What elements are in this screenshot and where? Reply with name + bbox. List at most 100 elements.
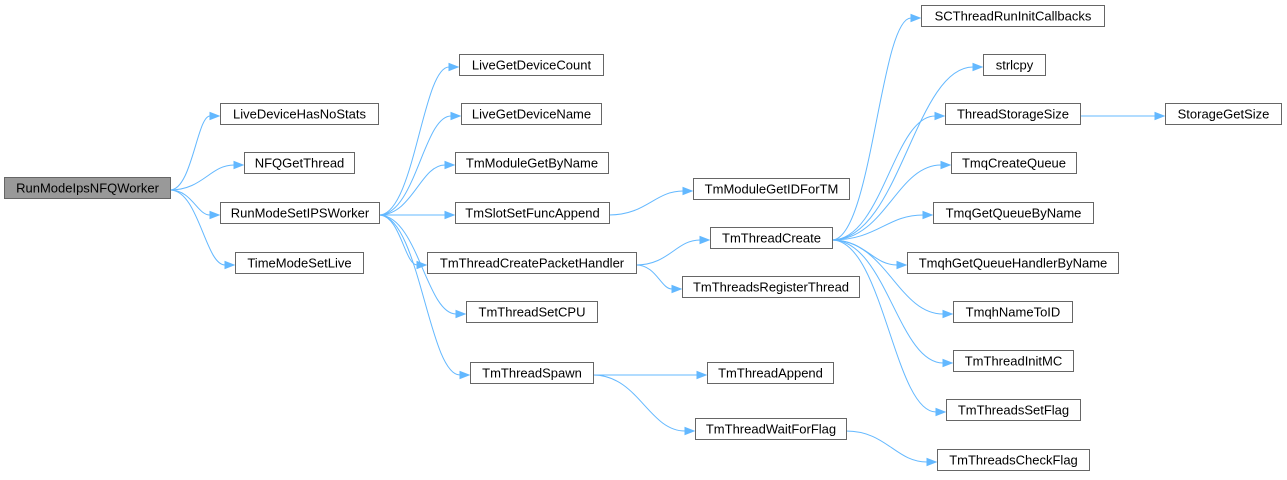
node-box[interactable] [455, 202, 610, 224]
edge-run-mode-ips-nfq-worker-to-nfq-get-thread [169, 164, 235, 191]
node-label: TmThreadsRegisterThread [693, 280, 849, 295]
edge-tm-thread-create-to-tmq-get-queue-by-name [831, 214, 924, 241]
arrowhead-tmq-create-queue [940, 160, 952, 170]
node-tm-threads-set-flag[interactable]: TmThreadsSetFlag [946, 399, 1081, 421]
node-live-get-device-count[interactable]: LiveGetDeviceCount [459, 54, 604, 76]
node-box[interactable] [220, 202, 380, 224]
node-box[interactable] [953, 350, 1074, 372]
edge-run-mode-set-ips-worker-to-live-get-device-name [378, 115, 452, 216]
node-tm-module-get-id-for-tm[interactable]: TmModuleGetIDForTM [693, 178, 850, 200]
arrowhead-tmq-get-queue-by-name [922, 210, 934, 220]
arrowhead-strlcpy [972, 62, 984, 72]
arrowhead-nfq-get-thread [233, 160, 245, 170]
node-tm-thread-set-cpu[interactable]: TmThreadSetCPU [466, 301, 598, 323]
arrowhead-tm-thread-wait-for-flag [684, 426, 696, 436]
edge-tm-thread-create-to-tmqh-get-queue-handler-by-name [831, 239, 898, 266]
node-box[interactable] [455, 152, 609, 174]
node-box[interactable] [921, 5, 1105, 27]
arrowhead-live-get-device-name [450, 111, 462, 121]
arrowhead-tm-threads-register-thread [671, 284, 683, 294]
node-tm-threads-check-flag[interactable]: TmThreadsCheckFlag [937, 449, 1090, 471]
arrowhead-run-mode-set-ips-worker [209, 210, 221, 220]
node-box[interactable] [710, 227, 833, 249]
node-tmq-create-queue[interactable]: TmqCreateQueue [951, 152, 1077, 174]
node-sc-thread-run-init-callbacks[interactable]: SCThreadRunInitCallbacks [921, 5, 1105, 27]
node-box[interactable] [1165, 103, 1282, 125]
node-box[interactable] [693, 178, 850, 200]
node-tmq-get-queue-by-name[interactable]: TmqGetQueueByName [933, 202, 1094, 224]
node-box[interactable] [946, 399, 1081, 421]
node-run-mode-set-ips-worker[interactable]: RunModeSetIPSWorker [220, 202, 380, 224]
node-label: RunModeSetIPSWorker [231, 206, 370, 221]
arrowhead-tm-threads-set-flag [935, 407, 947, 417]
node-run-mode-ips-nfq-worker[interactable]: RunModeIpsNFQWorker [4, 177, 171, 199]
node-tmqh-name-to-id[interactable]: TmqhNameToID [953, 301, 1073, 323]
node-label: TmqhNameToID [966, 305, 1061, 320]
node-time-mode-set-live[interactable]: TimeModeSetLive [235, 252, 364, 274]
node-nfq-get-thread[interactable]: NFQGetThread [244, 152, 355, 174]
edge-tm-thread-create-to-tmq-create-queue [831, 164, 942, 241]
node-box[interactable] [459, 54, 604, 76]
node-box[interactable] [470, 362, 594, 384]
node-label: TmThreadsCheckFlag [949, 453, 1078, 468]
arrowhead-tmqh-get-queue-handler-by-name [896, 260, 908, 270]
node-label: TmThreadSetCPU [479, 305, 586, 320]
node-box[interactable] [461, 103, 602, 125]
node-box[interactable] [4, 177, 171, 199]
node-box[interactable] [235, 252, 364, 274]
node-label: LiveGetDeviceCount [472, 58, 592, 73]
node-box[interactable] [937, 449, 1090, 471]
node-box[interactable] [220, 103, 379, 125]
node-box[interactable] [427, 252, 637, 274]
node-box[interactable] [244, 152, 355, 174]
node-box[interactable] [682, 276, 860, 298]
node-tm-thread-init-mc[interactable]: TmThreadInitMC [953, 350, 1074, 372]
node-storage-get-size[interactable]: StorageGetSize [1165, 103, 1282, 125]
node-tm-module-get-by-name[interactable]: TmModuleGetByName [455, 152, 609, 174]
node-box[interactable] [951, 152, 1077, 174]
arrowhead-tm-thread-create [699, 235, 711, 245]
node-live-device-has-no-stats[interactable]: LiveDeviceHasNoStats [220, 103, 379, 125]
node-box[interactable] [933, 202, 1094, 224]
edge-tm-thread-wait-for-flag-to-tm-threads-check-flag [845, 430, 928, 463]
node-tm-thread-create[interactable]: TmThreadCreate [710, 227, 833, 249]
arrowhead-tm-thread-spawn [459, 370, 471, 380]
arrowhead-tmqh-name-to-id [942, 309, 954, 319]
edge-tm-thread-create-packet-handler-to-tm-threads-register-thread [635, 264, 673, 290]
edge-run-mode-set-ips-worker-to-tm-module-get-by-name [378, 164, 446, 216]
node-tm-threads-register-thread[interactable]: TmThreadsRegisterThread [682, 276, 860, 298]
edge-run-mode-ips-nfq-worker-to-run-mode-set-ips-worker [169, 189, 211, 216]
node-box[interactable] [466, 301, 598, 323]
node-thread-storage-size[interactable]: ThreadStorageSize [945, 103, 1081, 125]
node-label: TmThreadSpawn [482, 366, 582, 381]
edge-run-mode-set-ips-worker-to-tm-thread-set-cpu [378, 214, 457, 315]
node-box[interactable] [695, 418, 847, 440]
arrowhead-tm-thread-set-cpu [455, 309, 467, 319]
node-box[interactable] [707, 362, 834, 384]
node-box[interactable] [983, 54, 1046, 76]
node-label: TimeModeSetLive [247, 256, 351, 271]
node-tm-thread-append[interactable]: TmThreadAppend [707, 362, 834, 384]
arrowhead-sc-thread-run-init-callbacks [910, 13, 922, 23]
node-label: LiveGetDeviceName [472, 107, 591, 122]
arrowhead-live-get-device-count [448, 62, 460, 72]
edge-run-mode-set-ips-worker-to-live-get-device-count [378, 66, 450, 216]
node-live-get-device-name[interactable]: LiveGetDeviceName [461, 103, 602, 125]
node-tmqh-get-queue-handler-by-name[interactable]: TmqhGetQueueHandlerByName [907, 252, 1119, 274]
node-tm-thread-spawn[interactable]: TmThreadSpawn [470, 362, 594, 384]
arrowhead-storage-get-size [1154, 111, 1166, 121]
node-tm-thread-create-packet-handler[interactable]: TmThreadCreatePacketHandler [427, 252, 637, 274]
edge-run-mode-ips-nfq-worker-to-time-mode-set-live [169, 189, 226, 266]
node-label: TmqCreateQueue [962, 156, 1066, 171]
node-label: TmThreadWaitForFlag [706, 422, 836, 437]
node-box[interactable] [907, 252, 1119, 274]
edge-tm-thread-create-to-tm-threads-set-flag [831, 239, 937, 413]
node-tm-slot-set-func-append[interactable]: TmSlotSetFuncAppend [455, 202, 610, 224]
node-strlcpy[interactable]: strlcpy [983, 54, 1046, 76]
node-box[interactable] [953, 301, 1073, 323]
edge-tm-thread-create-to-thread-storage-size [831, 115, 936, 241]
node-tm-thread-wait-for-flag[interactable]: TmThreadWaitForFlag [695, 418, 847, 440]
node-box[interactable] [945, 103, 1081, 125]
arrowhead-time-mode-set-live [224, 260, 236, 270]
